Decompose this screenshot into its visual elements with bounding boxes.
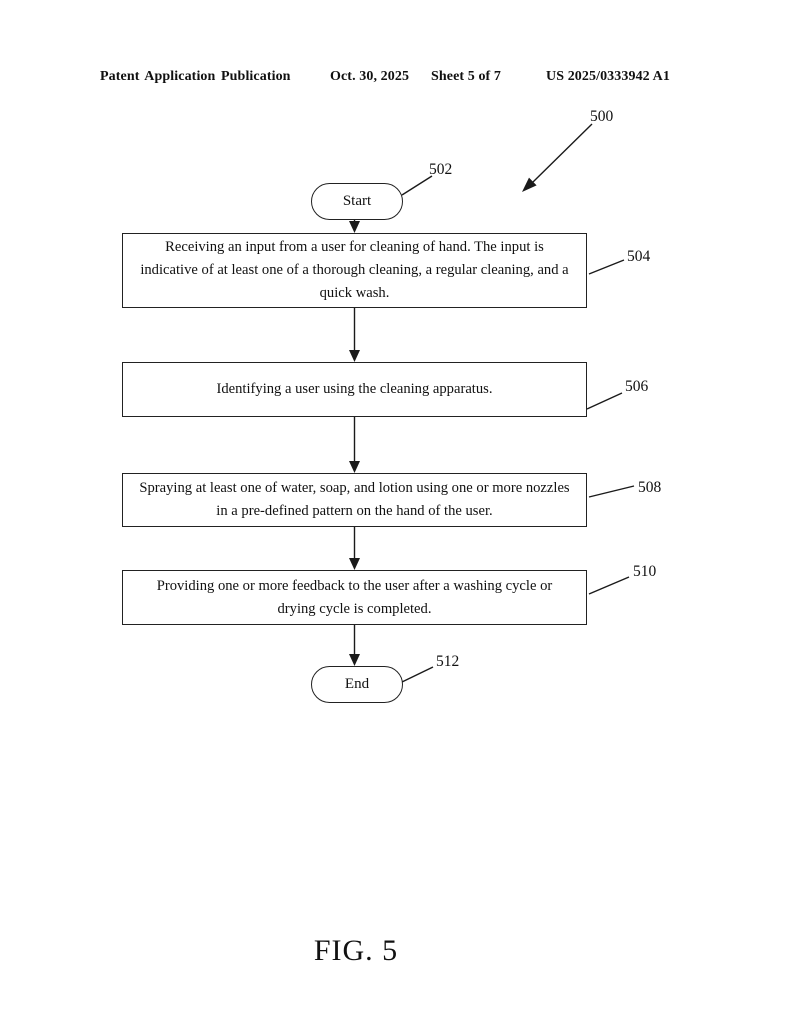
leader-512 bbox=[401, 666, 434, 683]
end-node-label: End bbox=[344, 676, 370, 692]
ref-numeral-512: 512 bbox=[436, 653, 460, 670]
header-patent-number: US 2025/0333942 A1 bbox=[546, 69, 670, 84]
flowchart-step-506: Identifying a user using the cleaning ap… bbox=[122, 362, 587, 417]
flowchart-step-508: Spraying at least one of water, soap, an… bbox=[122, 473, 587, 527]
leader-510 bbox=[588, 576, 630, 595]
flowchart-start-node: Start bbox=[311, 183, 403, 220]
arrow-508-to-510 bbox=[349, 527, 360, 570]
arrow-504-to-506 bbox=[349, 308, 360, 362]
flowchart-end-node: End bbox=[311, 666, 403, 703]
ref-numeral-510: 510 bbox=[633, 563, 657, 580]
figure-ref-arrow bbox=[522, 123, 593, 192]
ref-numeral-506: 506 bbox=[625, 378, 649, 395]
leader-504 bbox=[588, 259, 625, 275]
leader-506 bbox=[586, 392, 623, 410]
step-504-text: Receiving an input from a user for clean… bbox=[140, 239, 569, 301]
arrow-506-to-508 bbox=[349, 417, 360, 473]
ref-numeral-504: 504 bbox=[627, 248, 651, 265]
leader-508 bbox=[588, 485, 635, 498]
step-506-text: Identifying a user using the cleaning ap… bbox=[216, 381, 493, 397]
step-508-text: Spraying at least one of water, soap, an… bbox=[139, 480, 570, 519]
leader-502 bbox=[401, 175, 433, 196]
arrow-510-to-end bbox=[349, 625, 360, 666]
step-510-text: Providing one or more feedback to the us… bbox=[156, 577, 553, 617]
arrow-start-to-504 bbox=[349, 219, 360, 233]
header-publication-type: Patent Application Publication bbox=[100, 69, 291, 84]
flowchart-step-510: Providing one or more feedback to the us… bbox=[122, 570, 587, 625]
ref-numeral-500: 500 bbox=[590, 108, 614, 125]
start-node-label: Start bbox=[342, 193, 372, 209]
ref-numeral-508: 508 bbox=[638, 479, 662, 496]
header-publication-date: Oct. 30, 2025 bbox=[330, 69, 410, 84]
header-sheet-number: Sheet 5 of 7 bbox=[431, 69, 502, 84]
figure-caption: FIG. 5 bbox=[313, 934, 399, 967]
flowchart-step-504: Receiving an input from a user for clean… bbox=[122, 233, 587, 308]
ref-numeral-502: 502 bbox=[429, 161, 453, 178]
